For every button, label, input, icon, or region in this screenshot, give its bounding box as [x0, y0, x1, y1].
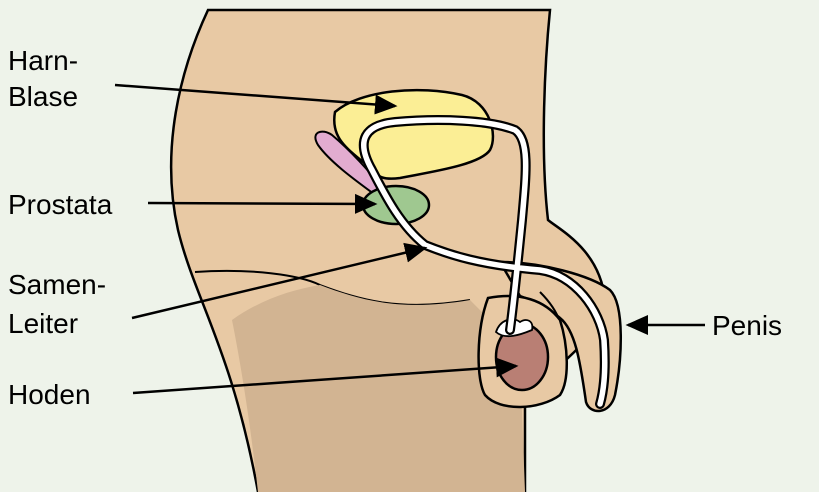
label-prostate: Prostata [8, 189, 113, 220]
leader-prostate [148, 203, 375, 204]
label-vas-line2: Leiter [8, 308, 78, 339]
label-bladder-line1: Harn- [8, 45, 78, 76]
label-penis: Penis [712, 310, 782, 341]
label-testis: Hoden [8, 379, 91, 410]
label-vas-line1: Samen- [8, 269, 106, 300]
label-bladder-line2: Blase [8, 81, 78, 112]
